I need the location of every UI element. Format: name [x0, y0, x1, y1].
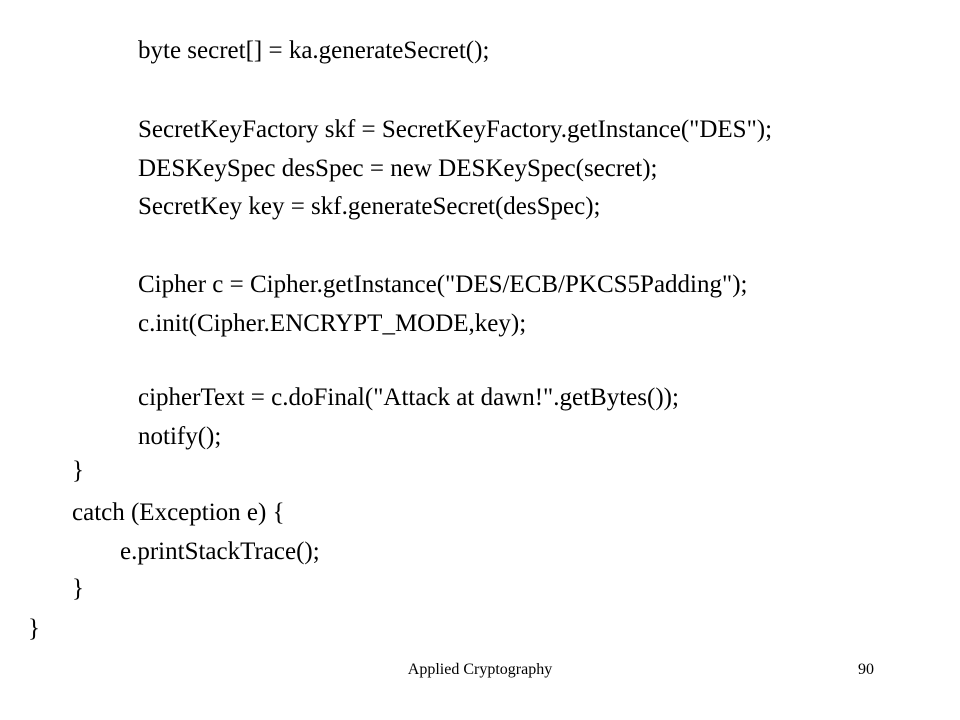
- code-line: byte secret[] = ka.generateSecret();: [138, 37, 490, 64]
- code-line: notify();: [138, 423, 222, 450]
- code-line: SecretKeyFactory skf = SecretKeyFactory.…: [138, 116, 773, 143]
- code-line: catch (Exception e) {: [72, 499, 285, 526]
- code-line: }: [72, 575, 84, 602]
- code-line: cipherText = c.doFinal("Attack at dawn!"…: [138, 384, 679, 411]
- code-line: }: [72, 457, 84, 484]
- code-line: c.init(Cipher.ENCRYPT_MODE,key);: [138, 310, 527, 337]
- footer-title: Applied Cryptography: [407, 661, 553, 678]
- code-line: SecretKey key = skf.generateSecret(desSp…: [138, 193, 601, 220]
- code-line: Cipher c = Cipher.getInstance("DES/ECB/P…: [138, 271, 748, 298]
- code-line: DESKeySpec desSpec = new DESKeySpec(secr…: [138, 155, 658, 182]
- code-line: e.printStackTrace();: [120, 538, 320, 565]
- code-line: }: [28, 615, 40, 642]
- page-number: 90: [858, 661, 874, 678]
- code-listing: byte secret[] = ka.generateSecret(); Sec…: [28, 37, 773, 642]
